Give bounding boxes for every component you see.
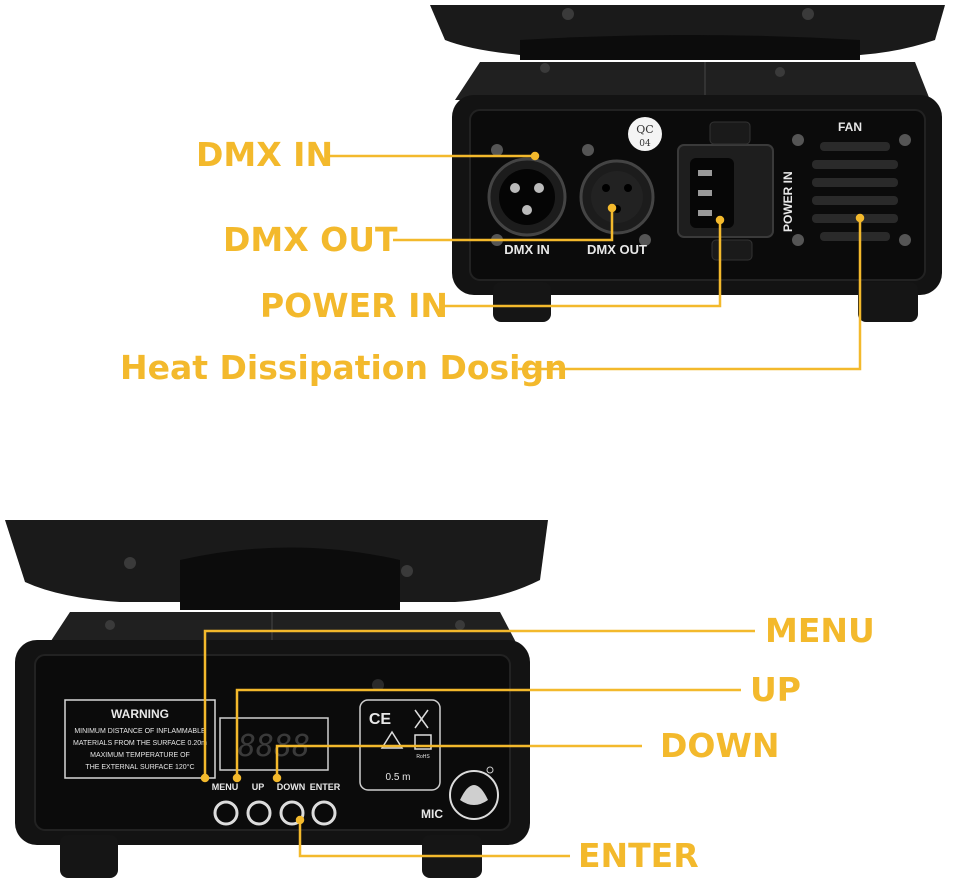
heat-leader	[518, 218, 862, 371]
qc-sticker	[628, 117, 662, 151]
power-in-panel-label: POWER IN	[781, 171, 795, 232]
dmx-in-panel-label: DMX IN	[504, 242, 550, 257]
up-button	[246, 800, 272, 826]
distance-mark: 0.5 m	[385, 772, 410, 783]
down-panel-label: DOWN	[277, 782, 306, 792]
callout-heat-dissipation: Heat Dissipation Dosign	[120, 348, 568, 387]
enter-button	[311, 800, 337, 826]
callout-dmx-in: DMX IN	[196, 135, 334, 174]
up-leader	[235, 688, 741, 778]
qc-sticker-number: 04	[639, 139, 651, 149]
brand-logo	[449, 770, 499, 820]
menu-button	[213, 800, 239, 826]
warning-line: MAXIMUM TEMPERATURE OF	[90, 752, 190, 759]
enter-leader	[298, 820, 570, 858]
warning-label	[64, 699, 216, 779]
callout-dmx-out: DMX OUT	[223, 220, 398, 259]
qc-sticker-label: QC	[636, 123, 653, 136]
fan-grille	[812, 142, 898, 241]
up-panel-label: UP	[252, 782, 265, 792]
callout-enter: ENTER	[578, 836, 699, 875]
ce-mark: CE	[369, 711, 392, 728]
callout-power-in: POWER IN	[260, 286, 448, 325]
fan-panel-label: FAN	[838, 120, 862, 134]
warning-line: THE EXTERNAL SURFACE 120°C	[85, 763, 194, 771]
warning-title: WARNING	[111, 707, 169, 721]
rohs-mark: RoHS	[416, 754, 430, 760]
warning-line: MINIMUM DISTANCE OF INFLAMMABLE	[74, 728, 206, 735]
dmx-out-panel-label: DMX OUT	[587, 242, 647, 257]
menu-leader	[203, 629, 755, 778]
enter-panel-label: ENTER	[310, 782, 341, 792]
warning-line: MATERIALS FROM THE SURFACE 0.20m	[73, 740, 207, 747]
mic-label: MIC	[421, 807, 443, 821]
callout-down: DOWN	[660, 726, 780, 765]
callout-menu: MENU	[765, 611, 875, 650]
down-leader	[275, 744, 642, 778]
dmx-out-leader	[393, 208, 614, 242]
menu-panel-label: MENU	[212, 782, 239, 792]
callout-up: UP	[750, 670, 801, 709]
power-in-leader	[440, 220, 722, 308]
